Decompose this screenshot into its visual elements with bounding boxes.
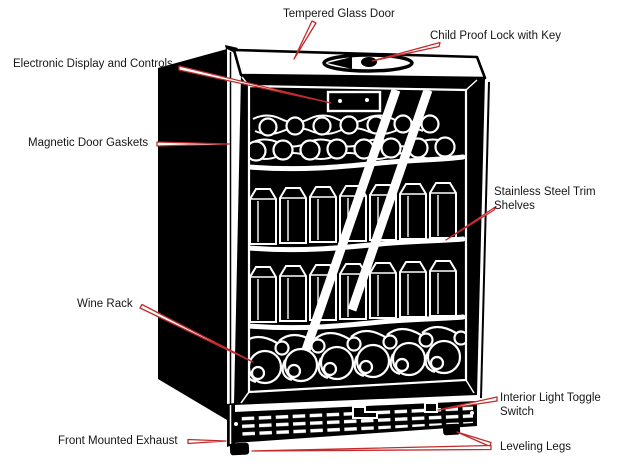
side-panel xyxy=(158,49,227,420)
callout-label-interior-light-toggle-switch: Interior Light Toggle Switch xyxy=(500,392,601,418)
shelf-3 xyxy=(250,314,465,331)
key-cylinder-icon xyxy=(361,57,377,67)
leader-wine-rack xyxy=(139,303,254,363)
callout-label-tempered-glass-door: Tempered Glass Door xyxy=(283,8,395,20)
cabinet-right-edge xyxy=(480,81,490,399)
shelf-2 xyxy=(250,236,465,253)
glass-reflection xyxy=(301,88,433,352)
cabinet-top xyxy=(232,48,487,80)
vent-screw-right xyxy=(470,411,474,415)
leader-stainless-steel-shelves xyxy=(445,205,497,241)
interior-light-switch xyxy=(424,402,438,413)
leader-tempered-glass-door xyxy=(293,20,317,60)
vent-notch xyxy=(352,406,378,419)
front-left-post xyxy=(227,403,235,447)
leader-electronic-display xyxy=(178,65,332,104)
callout-label-child-proof-lock-with-key: Child Proof Lock with Key xyxy=(430,30,562,42)
can-shelf xyxy=(250,114,456,162)
shelf-1 xyxy=(250,154,465,172)
callout-label-wine-rack: Wine Rack xyxy=(77,298,133,310)
callout-label-magnetic-door-gaskets: Magnetic Door Gaskets xyxy=(28,137,149,149)
leader-front-mounted-exhaust xyxy=(187,438,227,445)
leader-interior-light-switch xyxy=(437,396,498,411)
leveling-foot-left xyxy=(229,442,250,456)
child-proof-lock xyxy=(322,53,414,73)
electronic-display xyxy=(326,90,382,113)
callout-leaders xyxy=(139,20,498,452)
leveling-foot-right xyxy=(442,423,461,436)
cooler-interior xyxy=(250,88,465,385)
callout-label-front-mounted-exhaust: Front Mounted Exhaust xyxy=(58,435,178,447)
leader-child-proof-lock xyxy=(371,41,441,62)
front-vent-grille xyxy=(234,401,477,443)
leader-magnetic-door-gaskets xyxy=(156,141,230,147)
vent-screw-left xyxy=(234,422,238,426)
callout-label-leveling-legs: Leveling Legs xyxy=(500,441,571,453)
callout-label-stainless-steel-trim-shelves: Stainless Steel Trim Shelves xyxy=(494,186,596,212)
door-hinge-edge xyxy=(227,49,235,410)
leader-leveling-legs-right xyxy=(456,431,492,448)
callout-label-electronic-display-and-controls: Electronic Display and Controls xyxy=(13,58,173,70)
lock-arrow-icon xyxy=(327,57,352,69)
leader-leveling-legs-left xyxy=(251,444,492,452)
